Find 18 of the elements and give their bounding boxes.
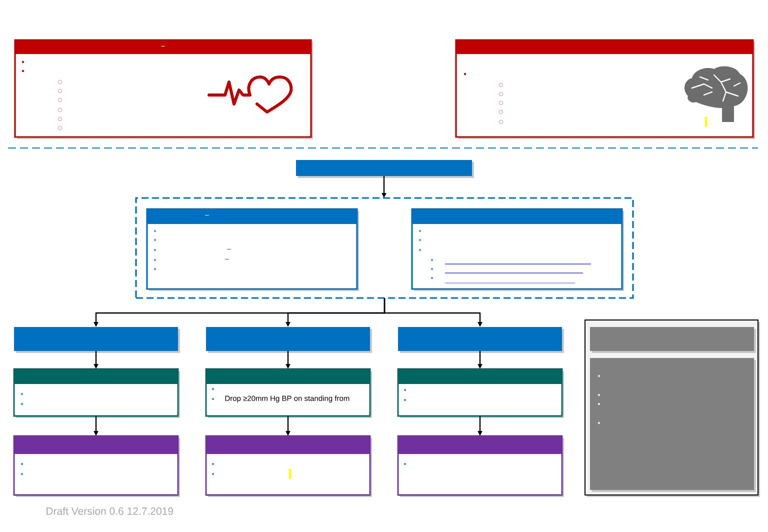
panel-header-bar	[590, 327, 756, 353]
title-bar	[206, 327, 372, 353]
alert-card	[455, 39, 755, 139]
info-card	[205, 368, 372, 418]
title-bar	[14, 327, 180, 353]
info-card	[205, 435, 372, 497]
dashed-group-box	[135, 197, 634, 299]
info-card	[13, 435, 180, 497]
info-card	[397, 368, 564, 418]
info-card	[13, 368, 180, 418]
info-card	[411, 208, 624, 291]
info-card	[397, 435, 564, 497]
version-note: Draft Version 0.6 12.7.2019	[46, 507, 174, 515]
title-bar	[296, 160, 474, 178]
title-bar	[398, 327, 564, 353]
info-card	[146, 208, 359, 291]
panel-body	[590, 358, 756, 492]
alert-card	[14, 39, 313, 139]
